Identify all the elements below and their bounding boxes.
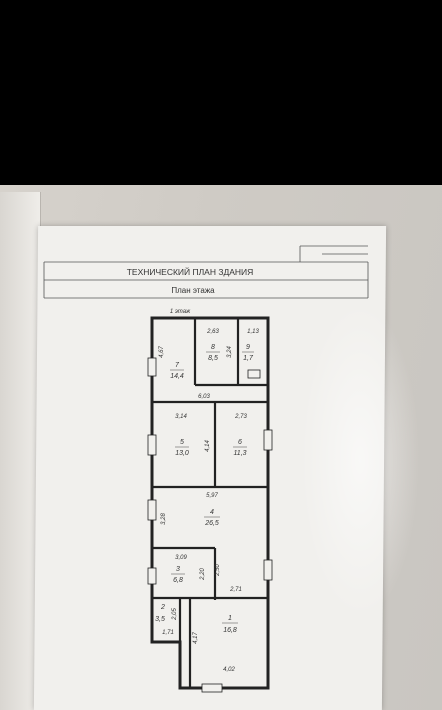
plan-subtitle: План этажа: [171, 286, 215, 295]
dim-4-17: 4,17: [193, 632, 199, 644]
room-2-number: 2: [160, 604, 165, 611]
dim-6-03: 6,03: [198, 394, 210, 400]
dim-2-05: 2,05: [172, 608, 178, 621]
dim-2-71: 2,71: [229, 587, 242, 593]
room-4-number: 4: [210, 509, 214, 516]
document-title: ТЕХНИЧЕСКИЙ ПЛАН ЗДАНИЯ: [127, 266, 254, 277]
room-4-area: 26,5: [204, 520, 219, 527]
dim-2-63: 2,63: [206, 329, 219, 335]
room-1-area: 16,8: [223, 627, 237, 634]
room-9-number: 9: [246, 344, 250, 351]
room-7-number: 7: [175, 362, 180, 369]
room-5-number: 5: [180, 439, 184, 446]
dim-5-97: 5,97: [206, 493, 218, 499]
room-8-area: 8,5: [208, 355, 218, 362]
dim-4-02: 4,02: [223, 667, 235, 673]
dim-3-14: 3,14: [175, 414, 187, 420]
room-2-area: 3,5: [155, 616, 165, 623]
dim-3-09: 3,09: [175, 555, 187, 561]
room-8-number: 8: [211, 344, 215, 351]
dim-3-28: 3,28: [161, 513, 167, 525]
room-9-area: 1,7: [243, 355, 254, 362]
dim-2-50: 2,50: [215, 564, 221, 577]
room-3-number: 3: [176, 566, 180, 573]
dim-3-24: 3,24: [227, 346, 233, 358]
room-6-number: 6: [238, 439, 242, 446]
dark-background: [0, 0, 442, 185]
dim-1-13: 1,13: [247, 329, 259, 335]
room-5-area: 13,0: [175, 450, 189, 457]
dim-4-67: 4,67: [159, 346, 165, 358]
dim-2-20: 2,20: [200, 568, 206, 581]
floor-label: 1 этаж: [170, 309, 191, 315]
room-7-area: 14,4: [170, 373, 184, 380]
dim-1-71: 1,71: [162, 630, 174, 636]
dim-4-14: 4,14: [205, 440, 211, 452]
room-1-number: 1: [228, 615, 232, 622]
room-3-area: 6,8: [173, 577, 183, 584]
room-6-area: 11,3: [233, 450, 246, 457]
dim-2-73: 2,73: [234, 414, 247, 420]
